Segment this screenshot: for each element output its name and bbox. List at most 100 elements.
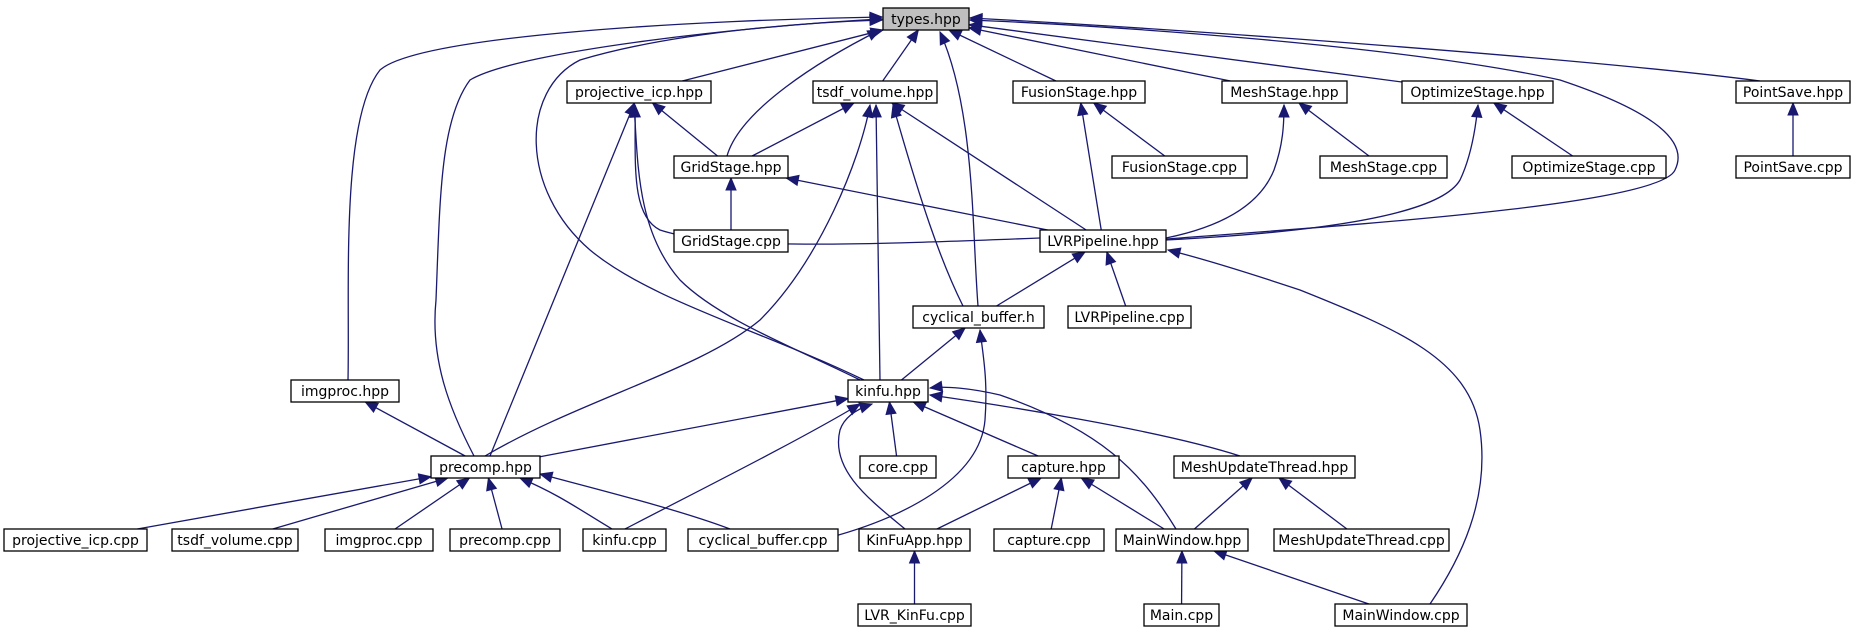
edge-arrowhead xyxy=(1071,251,1087,264)
node-label: cyclical_buffer.h xyxy=(922,310,1034,326)
file-node-meshstage-hpp[interactable]: MeshStage.hpp xyxy=(1221,80,1348,104)
include-edge xyxy=(1166,247,1483,605)
include-edge xyxy=(947,29,1057,82)
edge-arrowhead xyxy=(968,12,983,25)
include-edge xyxy=(1176,549,1188,605)
file-node-precomp-cpp[interactable]: precomp.cpp xyxy=(449,528,561,552)
edge-arrowhead xyxy=(1053,476,1065,492)
edge-arrowhead xyxy=(908,549,921,564)
file-node-kinfuapp-hpp[interactable]: KinFuApp.hpp xyxy=(858,528,971,552)
node-box xyxy=(1334,603,1468,627)
edge-line xyxy=(1093,102,1166,157)
node-label: kinfu.cpp xyxy=(592,533,657,549)
file-node-lvrpipeline-cpp[interactable]: LVRPipeline.cpp xyxy=(1067,305,1192,329)
file-node-gridstage-hpp[interactable]: GridStage.hpp xyxy=(673,155,789,179)
node-label: tsdf_volume.cpp xyxy=(177,533,292,549)
file-node-optimizestage-hpp[interactable]: OptimizeStage.hpp xyxy=(1401,80,1554,104)
node-label: cyclical_buffer.cpp xyxy=(698,533,827,549)
file-node-cyclical-buffer-cpp[interactable]: cyclical_buffer.cpp xyxy=(687,528,839,552)
edge-arrowhead xyxy=(939,30,951,46)
edge-arrowhead xyxy=(538,471,554,483)
file-node-imgproc-cpp[interactable]: imgproc.cpp xyxy=(324,528,434,552)
node-box xyxy=(882,7,970,31)
node-label: MeshStage.hpp xyxy=(1230,85,1339,101)
file-node-main-cpp[interactable]: Main.cpp xyxy=(1143,603,1220,627)
file-node-capture-cpp[interactable]: capture.cpp xyxy=(993,528,1105,552)
file-node-capture-hpp[interactable]: capture.hpp xyxy=(1007,455,1120,479)
file-node-tsdf-volume-cpp[interactable]: tsdf_volume.cpp xyxy=(171,528,299,552)
file-node-optimizestage-cpp[interactable]: OptimizeStage.cpp xyxy=(1511,155,1667,179)
edge-arrowhead xyxy=(364,401,380,414)
edge-line xyxy=(652,102,718,157)
edge-line xyxy=(682,29,884,82)
edge-arrowhead xyxy=(947,29,963,41)
edge-line xyxy=(968,27,1231,82)
file-node-lvr-kinfu-cpp[interactable]: LVR_KinFu.cpp xyxy=(857,603,972,627)
file-node-fusionstage-cpp[interactable]: FusionStage.cpp xyxy=(1111,155,1248,179)
edge-line xyxy=(891,102,1087,231)
edge-line xyxy=(996,251,1086,307)
node-label: LVR_KinFu.cpp xyxy=(864,608,965,624)
file-node-meshstage-cpp[interactable]: MeshStage.cpp xyxy=(1319,155,1448,179)
file-node-types-hpp[interactable]: types.hpp xyxy=(882,7,970,31)
edge-line xyxy=(1167,249,1483,605)
file-node-projective-icp-hpp[interactable]: projective_icp.hpp xyxy=(566,80,712,104)
file-node-projective-icp-cpp[interactable]: projective_icp.cpp xyxy=(3,528,148,552)
include-edge xyxy=(486,476,503,530)
node-label: imgproc.hpp xyxy=(301,384,389,400)
include-edge xyxy=(908,549,921,604)
edge-arrowhead xyxy=(951,327,967,341)
include-edge xyxy=(682,27,885,82)
file-node-meshupdatethread-hpp[interactable]: MeshUpdateThread.hpp xyxy=(1173,455,1356,479)
node-box xyxy=(857,603,972,627)
node-label: LVRPipeline.hpp xyxy=(1047,234,1159,250)
file-node-pointsave-cpp[interactable]: PointSave.cpp xyxy=(1735,155,1851,179)
file-node-meshupdatethread-cpp[interactable]: MeshUpdateThread.cpp xyxy=(1273,528,1450,552)
edge-arrowhead xyxy=(651,102,666,116)
file-node-mainwindow-hpp[interactable]: MainWindow.hpp xyxy=(1115,528,1249,552)
node-box xyxy=(324,528,434,552)
file-node-pointsave-hpp[interactable]: PointSave.hpp xyxy=(1735,80,1851,104)
file-node-fusionstage-hpp[interactable]: FusionStage.hpp xyxy=(1012,80,1146,104)
file-node-kinfu-hpp[interactable]: kinfu.hpp xyxy=(847,379,929,403)
edge-line xyxy=(539,473,731,530)
node-label: GridStage.cpp xyxy=(681,234,781,250)
node-box xyxy=(1401,80,1554,104)
file-node-precomp-hpp[interactable]: precomp.hpp xyxy=(430,455,541,479)
node-box xyxy=(1067,305,1192,329)
edge-arrowhead xyxy=(1238,477,1254,491)
include-edge xyxy=(996,251,1087,307)
include-edge xyxy=(1077,101,1102,231)
edge-arrowhead xyxy=(1278,477,1293,491)
node-box xyxy=(1735,155,1851,179)
include-edge xyxy=(870,103,882,381)
file-node-mainwindow-cpp[interactable]: MainWindow.cpp xyxy=(1334,603,1468,627)
file-node-core-cpp[interactable]: core.cpp xyxy=(859,455,937,479)
file-node-cyclical-buffer-h[interactable]: cyclical_buffer.h xyxy=(912,305,1045,329)
edge-arrowhead xyxy=(1176,549,1188,564)
edge-line xyxy=(137,476,432,530)
edge-arrowhead xyxy=(928,391,944,403)
include-edge xyxy=(1105,250,1127,307)
edge-arrowhead xyxy=(486,476,498,492)
include-edge xyxy=(785,174,1048,231)
edge-arrowhead xyxy=(846,403,862,416)
edge-arrowhead xyxy=(870,103,882,118)
file-node-tsdf-volume-hpp[interactable]: tsdf_volume.hpp xyxy=(812,80,938,104)
node-box xyxy=(858,528,971,552)
include-edge xyxy=(1080,477,1165,530)
file-node-kinfu-cpp[interactable]: kinfu.cpp xyxy=(582,528,667,552)
edge-arrowhead xyxy=(912,401,928,413)
include-edge xyxy=(928,391,1241,457)
node-box xyxy=(1012,80,1146,104)
node-box xyxy=(430,455,541,479)
node-label: FusionStage.hpp xyxy=(1021,85,1137,101)
file-node-gridstage-cpp[interactable]: GridStage.cpp xyxy=(673,229,789,253)
file-node-imgproc-hpp[interactable]: imgproc.hpp xyxy=(290,379,400,403)
edge-line xyxy=(365,401,466,457)
include-edge xyxy=(939,30,979,307)
file-node-lvrpipeline-hpp[interactable]: LVRPipeline.hpp xyxy=(1039,229,1167,253)
node-label: precomp.hpp xyxy=(439,460,532,476)
node-box xyxy=(847,379,929,403)
